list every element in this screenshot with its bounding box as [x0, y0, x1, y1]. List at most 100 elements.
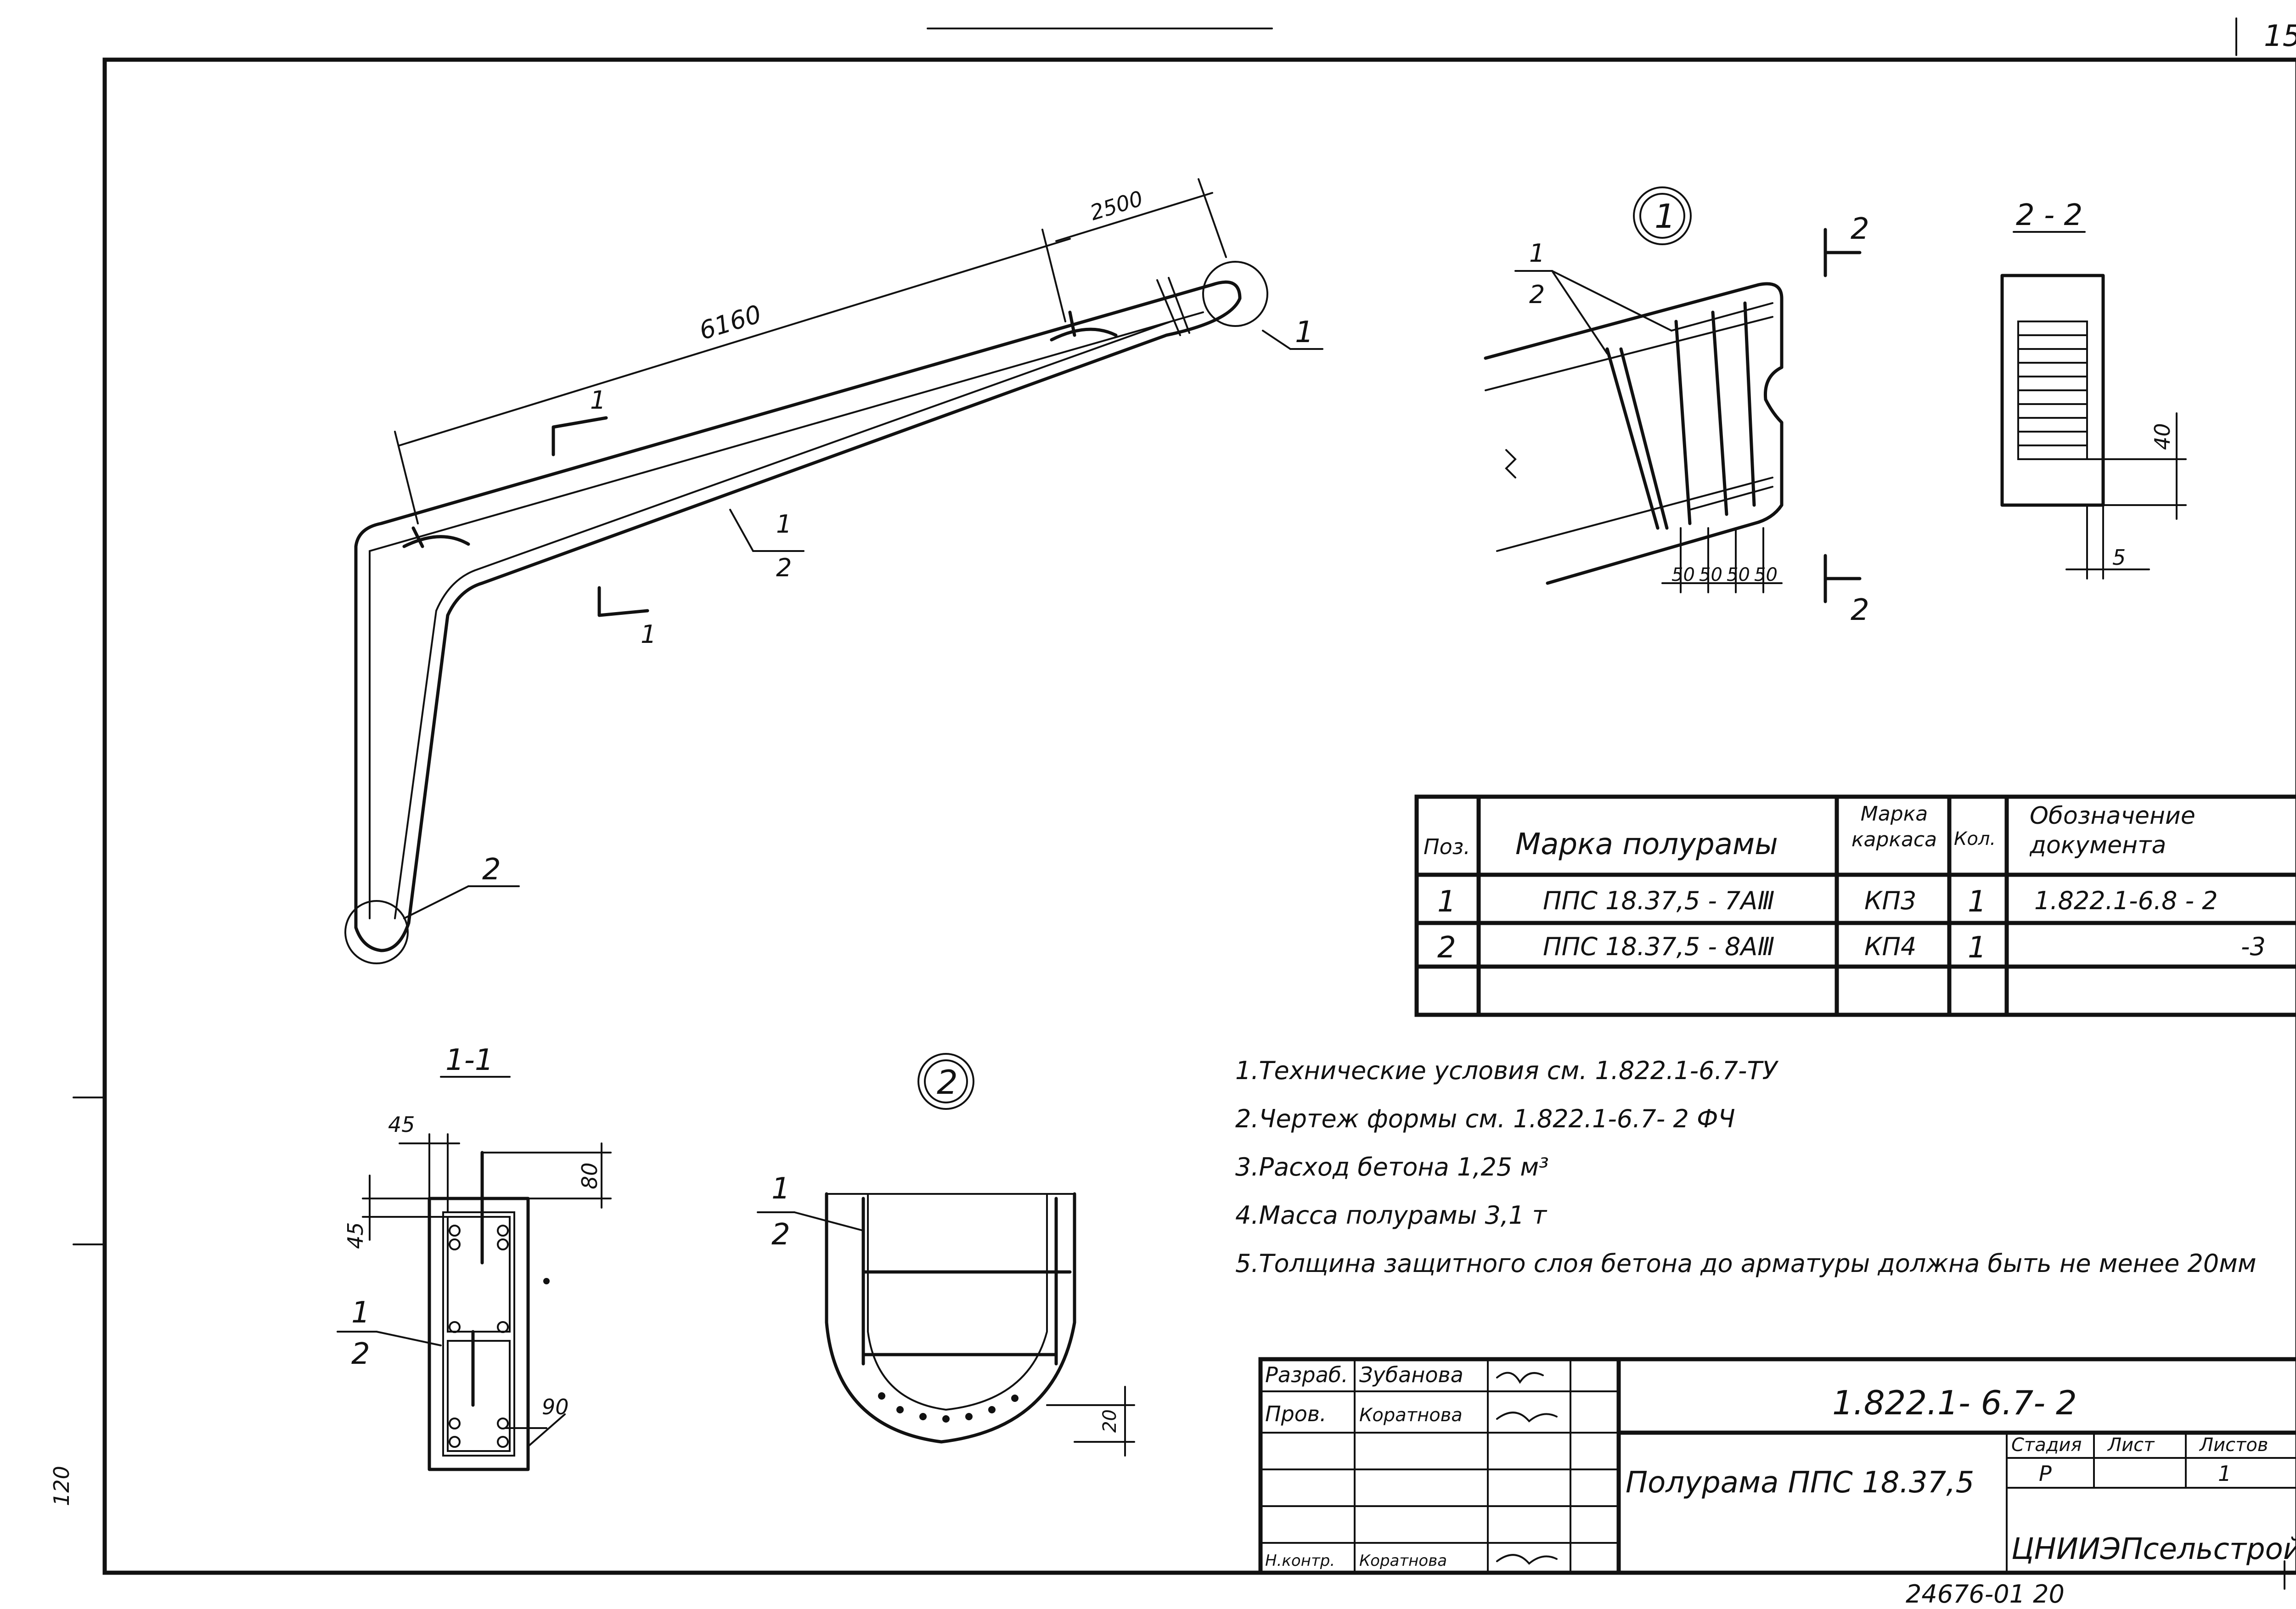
break-zigzag: [1505, 449, 1517, 478]
tb-stage-value: Р: [2039, 1461, 2052, 1486]
th-frame-mark-box: Марка каркаса: [1851, 802, 1937, 851]
section-2-cut-top: [1823, 228, 1862, 277]
pos-leader: [729, 509, 754, 552]
row-1-doc: 1.822.1-6.8 - 2: [2034, 886, 2218, 915]
detail-2-pos-bottom: 2: [771, 1218, 790, 1252]
tb-stage-label: Стадия: [2011, 1435, 2082, 1456]
margin-mark: 120: [49, 1466, 74, 1506]
section-mark-top: 1: [590, 386, 606, 415]
dim-5: 5: [2112, 545, 2126, 570]
pos-bottom: 2: [776, 553, 792, 582]
dim-40: 40: [2150, 423, 2175, 450]
dim-line-2500: [1055, 192, 1213, 242]
role-1: Разраб.: [1265, 1362, 1348, 1387]
name-1: Зубанова: [1359, 1362, 1463, 1387]
signature-1: [1496, 1372, 1544, 1384]
dot-mark: [543, 1278, 550, 1284]
detail-1-cross-bars: [1671, 302, 1773, 511]
row-2-pos: 2: [1437, 931, 1456, 965]
detail-2-callout-circle: [344, 900, 409, 964]
spec-table: Поз. Марка полурамы Марка каркаса Кол. О…: [1414, 794, 2296, 1017]
section-2-2-title: 2 - 2: [2016, 198, 2082, 232]
note-2: 2.Чертеж формы см. 1.822.1-6.7- 2 ФЧ: [1235, 1104, 1735, 1133]
general-notes: 1.Технические условия см. 1.822.1-6.7-ТУ…: [1235, 1056, 2257, 1278]
note-1: 1.Технические условия см. 1.822.1-6.7-ТУ: [1235, 1056, 1778, 1085]
main-view: 6160 2500 1 2 1 1 1 2: [344, 178, 1323, 964]
dim-ext: [1198, 178, 1227, 258]
section-2-2-view: 2 - 2 40 5: [2000, 198, 2187, 579]
pos-leader: [793, 1211, 864, 1232]
pos-top: 1: [776, 510, 792, 539]
row-2-qty: 1: [1968, 931, 1986, 965]
section-1-1-cage: [442, 1211, 515, 1457]
tb-sheet-label: Лист: [2107, 1435, 2155, 1456]
section-1-1-loop: [471, 1151, 484, 1407]
callout-2: 2: [482, 853, 501, 887]
drawing-frame: [102, 57, 2296, 1575]
detail-1-pos-bottom: 2: [1529, 280, 1545, 309]
row-1-pos: 1: [1437, 885, 1456, 919]
section-1-1-pos-top: 1: [351, 1296, 370, 1330]
spacing-dim: 50: [1671, 564, 1695, 585]
spacing-dim: 50: [1699, 564, 1722, 585]
corner-number: 15: [2264, 19, 2296, 53]
th-pos: Поз.: [1424, 834, 1470, 859]
title-block: Разраб. Зубанова Пров. Коратнова Н.контр…: [1258, 1357, 2296, 1575]
dim-45-top: 45: [388, 1112, 415, 1137]
detail-1-callout-circle: [1202, 261, 1268, 327]
title-block-border: [1258, 1357, 2296, 1575]
detail-1-title: 1: [1654, 197, 1676, 236]
signature-2: [1496, 1412, 1558, 1423]
section-mark-bottom: 1: [641, 620, 656, 649]
note-5: 5.Толщина защитного слоя бетона до армат…: [1235, 1249, 2257, 1278]
detail-1-title-circle: [1633, 186, 1692, 245]
section-2-2-hatch: [2017, 334, 2088, 446]
detail-1-view: 1 1 2 2 2 50 50 50 50: [1484, 186, 1869, 627]
detail-2-view: 2 1 2 20: [757, 1053, 1135, 1457]
tb-title: Полурама ППС 18.37,5: [1626, 1466, 1974, 1500]
detail-2-cross-bars: [861, 1270, 1072, 1356]
section-cut-mark: [551, 416, 608, 456]
dim-ext: [394, 431, 419, 524]
dim-6160: 6160: [696, 299, 765, 345]
section-cut-mark: [597, 586, 649, 617]
dim-line-6160: [399, 238, 1071, 446]
th-qty: Кол.: [1954, 828, 1996, 850]
th-doc-box: Обозначение документа: [2030, 802, 2195, 859]
spacing-dim: 50: [1727, 564, 1750, 585]
section-1-1-title: 1-1: [445, 1043, 494, 1077]
detail-1-title-circle-inner: [1639, 193, 1685, 239]
row-2-doc: -3: [2241, 932, 2266, 961]
dim-leader: [527, 1413, 566, 1447]
section-2-mark-top: 2: [1851, 212, 1869, 246]
dim-45-side: 45: [343, 1222, 368, 1249]
detail-1-pos-top: 1: [1529, 239, 1545, 268]
detail-2-frame-bars: [861, 1197, 1058, 1366]
half-frame-outline: [354, 280, 1242, 952]
section-1-1-pos-bottom: 2: [351, 1337, 370, 1371]
pos-leader: [376, 1331, 442, 1346]
detail-2-outline: [825, 1192, 1076, 1444]
break-line: [1156, 279, 1181, 336]
detail-1-end-outline: [1484, 282, 1784, 585]
callout-1: 1: [1295, 315, 1314, 349]
row-1-frame-mark: КП3: [1864, 886, 1916, 915]
th-mark: Марка полурамы: [1515, 827, 1778, 861]
dim-20: 20: [1099, 1409, 1120, 1433]
note-3: 3.Расход бетона 1,25 м³: [1235, 1153, 1549, 1181]
detail-2-bottom-bars: [878, 1392, 1019, 1423]
detail-2-inner-rebar: [867, 1193, 1048, 1411]
section-1-1-outline: [428, 1197, 530, 1471]
section-1-1-bars: [449, 1225, 509, 1448]
role-5: Н.контр.: [1265, 1552, 1335, 1570]
section-1-1-view: 1-1 45 45 80 90 1 2: [337, 1043, 612, 1471]
signature-5: [1496, 1554, 1558, 1565]
tb-sheets-value: 1: [2218, 1461, 2231, 1486]
row-1-mark: ППС 18.37,5 - 7АⅢ: [1543, 886, 1775, 915]
break-line: [1168, 277, 1190, 334]
pos-leader: [1551, 270, 1608, 354]
dim-90: 90: [542, 1395, 569, 1419]
pos-leader: [1551, 270, 1672, 332]
callout-leader: [1262, 330, 1291, 350]
callout-leader: [403, 885, 469, 919]
